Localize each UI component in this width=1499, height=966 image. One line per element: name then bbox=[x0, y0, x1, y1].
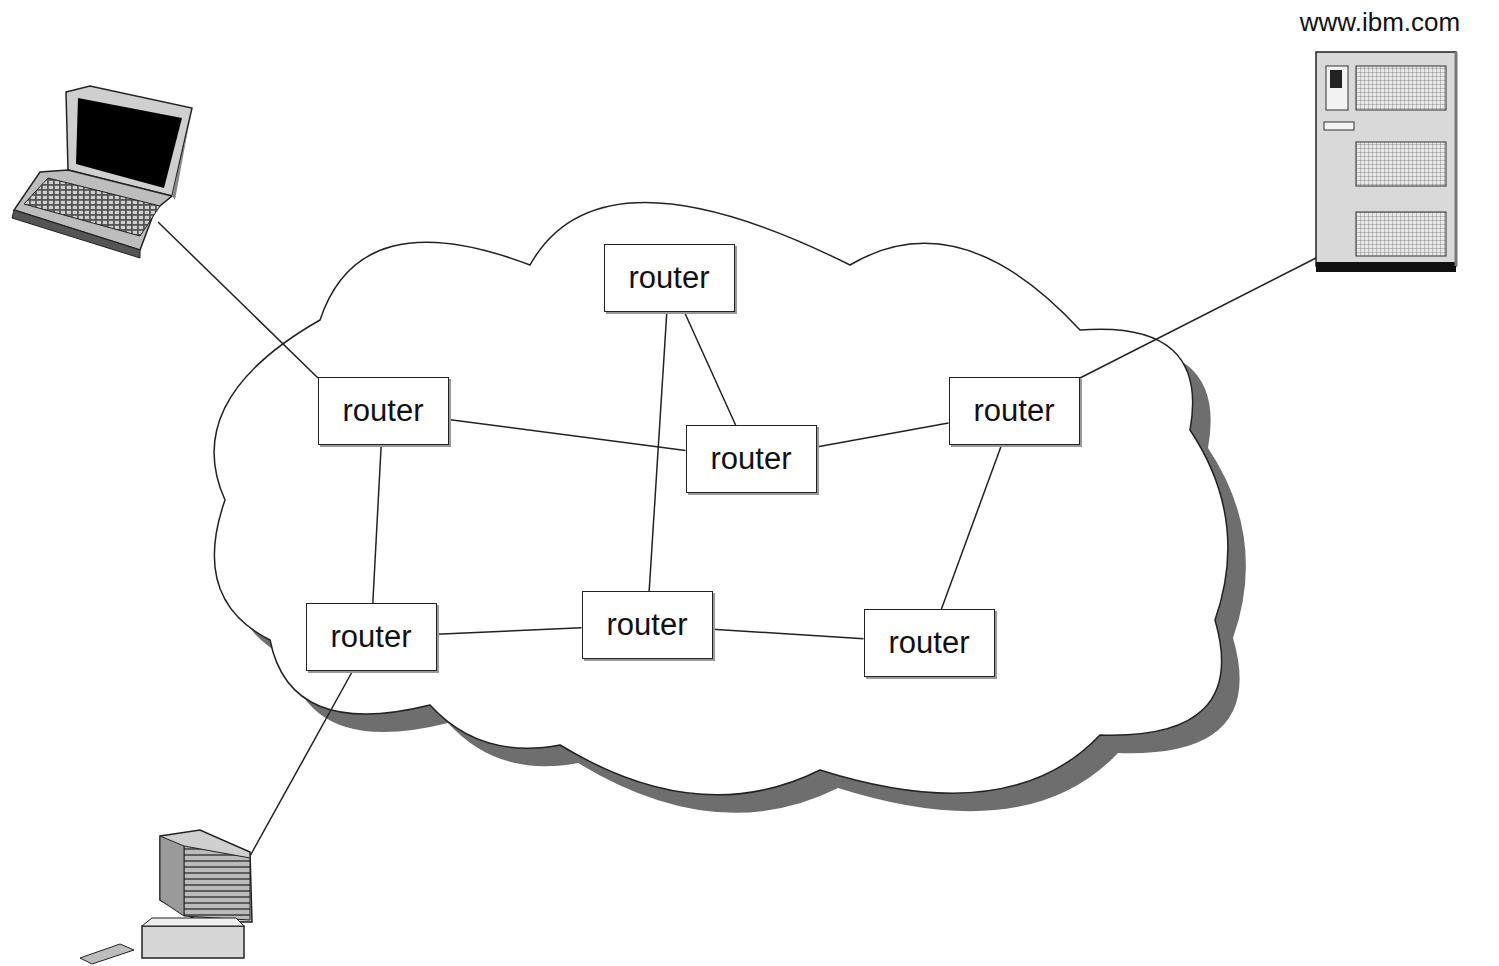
router-box: router bbox=[864, 609, 995, 677]
router-label: router bbox=[889, 626, 970, 660]
desktop-icon bbox=[80, 830, 252, 964]
laptop-wire bbox=[158, 222, 318, 378]
link-line bbox=[684, 312, 735, 425]
server-icon bbox=[1316, 52, 1456, 272]
server-wire bbox=[1080, 258, 1316, 378]
router-label: router bbox=[711, 442, 792, 476]
router-box: router bbox=[582, 591, 713, 659]
router-label: router bbox=[331, 620, 412, 654]
desktop-wire bbox=[250, 672, 352, 856]
host-name: www.ibm.com bbox=[1300, 7, 1460, 38]
router-label: router bbox=[343, 394, 424, 428]
link-line bbox=[941, 445, 1001, 609]
router-label: router bbox=[974, 394, 1055, 428]
laptop-icon bbox=[12, 86, 192, 258]
router-box: router bbox=[949, 377, 1080, 445]
link-line bbox=[649, 312, 667, 591]
router-box: router bbox=[604, 244, 735, 312]
link-line bbox=[373, 445, 381, 603]
link-line bbox=[817, 423, 949, 447]
link-line bbox=[437, 628, 582, 634]
router-box: router bbox=[306, 603, 437, 671]
cloud bbox=[214, 203, 1228, 795]
router-label: router bbox=[607, 608, 688, 642]
router-label: router bbox=[629, 261, 710, 295]
link-line bbox=[449, 420, 686, 451]
link-line bbox=[713, 629, 864, 639]
router-box: router bbox=[318, 377, 449, 445]
router-box: router bbox=[686, 425, 817, 493]
